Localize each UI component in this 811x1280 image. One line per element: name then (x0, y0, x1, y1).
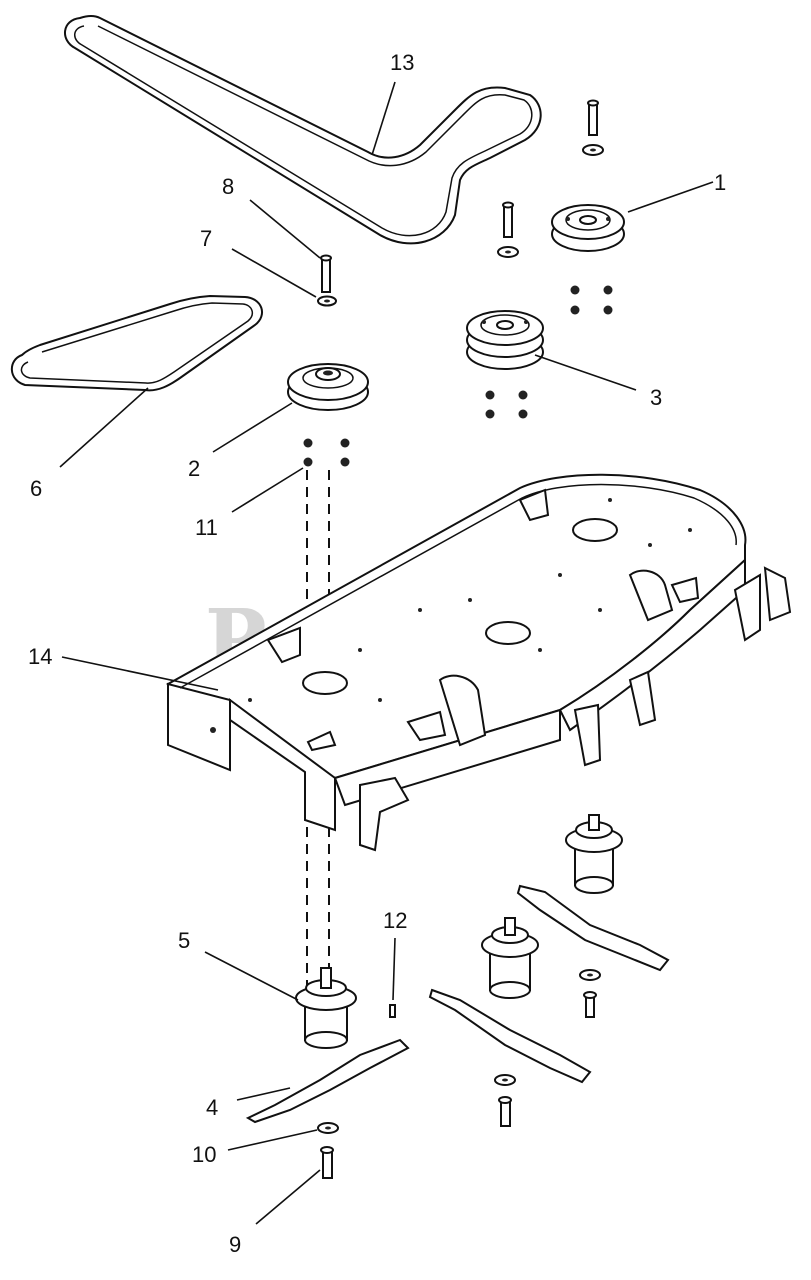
spindle-right-rear (565, 814, 623, 894)
pulley-single (551, 204, 625, 252)
leader-3 (534, 354, 637, 391)
callout-4: 4 (206, 1095, 218, 1120)
bolt-right-blade-rear (579, 969, 601, 1018)
leader-2 (212, 402, 293, 453)
deck-center-hole (302, 671, 348, 695)
callout-7: 7 (200, 226, 212, 251)
leader-6 (59, 387, 149, 468)
callout-10: 10 (192, 1142, 216, 1167)
bolt-top (320, 254, 332, 293)
callout-8: 8 (222, 174, 234, 199)
pulley-double (466, 310, 544, 370)
callout-2: 2 (188, 456, 200, 481)
callout-1: 1 (714, 170, 726, 195)
callout-12: 12 (383, 908, 407, 933)
nuts-pulley-3 (485, 390, 528, 419)
callout-13: 13 (390, 50, 414, 75)
leader-8 (249, 199, 321, 259)
leader-9 (255, 1169, 321, 1225)
callout-14: 14 (28, 644, 52, 669)
deck (165, 473, 792, 852)
leader-4 (236, 1087, 291, 1101)
callout-11: 11 (195, 515, 218, 540)
washer-top (317, 295, 337, 307)
leader-5 (204, 951, 299, 1001)
nuts-pulley-1 (570, 285, 613, 315)
spindle-right-front (481, 917, 539, 999)
leader-14 (61, 656, 219, 691)
spindle-left (295, 967, 357, 1049)
blade-right-rear (516, 884, 670, 972)
bolt-bottom (320, 1146, 334, 1179)
belt-short (10, 294, 264, 392)
leader-13 (371, 81, 396, 156)
callout-3: 3 (650, 385, 662, 410)
leader-7 (231, 248, 317, 298)
leader-12 (392, 937, 396, 1001)
nuts (303, 438, 350, 467)
key (389, 1004, 396, 1018)
callout-6: 6 (30, 476, 42, 501)
callout-5: 5 (178, 928, 190, 953)
washer-bottom (317, 1122, 339, 1134)
leader-1 (627, 181, 714, 213)
leader-11 (231, 467, 304, 513)
pulley-center (287, 363, 369, 411)
blade-left (245, 1038, 410, 1124)
belt-long (64, 15, 542, 245)
callout-9: 9 (229, 1232, 241, 1257)
bolt-right-blade-front (494, 1074, 516, 1127)
leader-10 (227, 1129, 318, 1151)
bolt-right-upper (582, 99, 604, 156)
bolt-right-mid (497, 201, 519, 258)
blade-right-front (428, 988, 592, 1084)
